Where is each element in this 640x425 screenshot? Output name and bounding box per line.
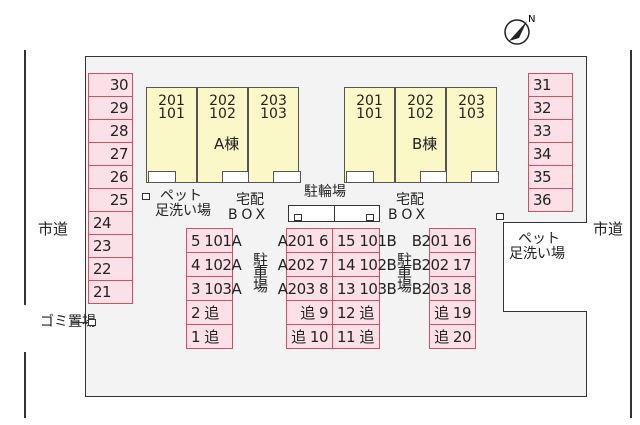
parking-space[interactable]: B203 18: [412, 276, 476, 301]
garbage-marker: [88, 319, 96, 326]
parking-space[interactable]: 31: [528, 73, 573, 97]
parking-space[interactable]: 5 101A: [186, 228, 242, 253]
delivery-box-right-marker: [366, 214, 374, 221]
parking-space[interactable]: 4 102A: [186, 252, 242, 277]
parking-space[interactable]: 追 20: [429, 324, 476, 349]
road-label-right: 市道: [593, 220, 624, 238]
parking-space[interactable]: 27: [88, 142, 133, 166]
parking-space[interactable]: 34: [528, 142, 573, 166]
pet-wash-right-label-2: 足洗い場: [509, 246, 565, 262]
delivery-box-left-label-1: 宅配: [236, 192, 264, 208]
delivery-box-left-label-2: BOX: [228, 207, 270, 223]
parking-space[interactable]: 追 19: [429, 300, 476, 325]
parking-space[interactable]: 26: [88, 165, 133, 189]
parking-column-mid-right: 15 101B 14 102B 13 103B 12 追 11 追: [332, 228, 397, 349]
parking-space[interactable]: 13 103B: [332, 276, 397, 301]
delivery-box-right-label-2: BOX: [388, 207, 430, 223]
parking-space[interactable]: B201 16: [412, 228, 476, 253]
pet-wash-left-label-1: ペット: [160, 188, 202, 204]
parking-space[interactable]: 2 追: [186, 300, 233, 325]
road-label-left: 市道: [38, 220, 69, 238]
parking-space[interactable]: 33: [528, 119, 573, 143]
parking-column-left: 30 29 28 27 26 25 24 23 22 21: [88, 73, 133, 304]
road-edge-left-lower: [24, 352, 26, 418]
north-compass-icon: N: [504, 14, 535, 45]
parking-column-mid-left: A201 6 A202 7 A203 8 追 9 追 10: [278, 228, 333, 349]
building-b-label: B棟: [412, 135, 438, 153]
garbage-area-label: ゴミ置場: [40, 314, 96, 330]
parking-space[interactable]: A202 7: [278, 252, 333, 277]
parking-space[interactable]: 24: [88, 211, 133, 235]
parking-label-a: 駐車場: [251, 252, 269, 291]
svg-text:N: N: [528, 14, 535, 25]
parking-space[interactable]: A203 8: [278, 276, 333, 301]
pet-wash-right-label-1: ペット: [518, 231, 560, 247]
parking-space[interactable]: 25: [88, 188, 133, 212]
parking-space[interactable]: 22: [88, 257, 133, 281]
parking-space[interactable]: 追 9: [286, 300, 333, 325]
parking-space[interactable]: 15 101B: [332, 228, 397, 253]
parking-space[interactable]: 30: [88, 73, 133, 97]
pet-wash-left-marker: [142, 193, 150, 200]
parking-column-right: 31 32 33 34 35 36: [528, 73, 573, 212]
parking-space[interactable]: B202 17: [412, 252, 476, 277]
parking-label-b: 駐車場: [395, 252, 413, 291]
delivery-box-left-marker: [294, 214, 302, 221]
road-edge-right: [630, 50, 632, 418]
parking-space[interactable]: 21: [88, 280, 133, 304]
parking-space[interactable]: 28: [88, 119, 133, 143]
pet-wash-area: [503, 222, 587, 312]
parking-space[interactable]: 11 追: [332, 324, 380, 349]
parking-space[interactable]: 32: [528, 96, 573, 120]
parking-space[interactable]: 1 追: [186, 324, 233, 349]
delivery-box-right-label-1: 宅配: [396, 192, 424, 208]
pet-wash-right-marker: [496, 213, 504, 220]
bicycle-parking-label: 駐輪場: [304, 184, 346, 200]
parking-column-a: 5 101A 4 102A 3 103A 2 追 1 追: [186, 228, 242, 349]
parking-column-b: B201 16 B202 17 B203 18 追 19 追 20: [412, 228, 476, 349]
parking-space[interactable]: 29: [88, 96, 133, 120]
parking-space[interactable]: 12 追: [332, 300, 380, 325]
building-a-label: A棟: [214, 135, 240, 153]
parking-space[interactable]: 36: [528, 188, 573, 212]
parking-space[interactable]: 23: [88, 234, 133, 258]
pet-wash-left-label-2: 足洗い場: [155, 203, 211, 219]
parking-space[interactable]: 追 10: [286, 324, 333, 349]
leader-line: [72, 322, 88, 323]
parking-space[interactable]: A201 6: [278, 228, 333, 253]
road-edge-left: [24, 50, 26, 305]
parking-space[interactable]: 35: [528, 165, 573, 189]
parking-space[interactable]: 3 103A: [186, 276, 242, 301]
bicycle-parking: [288, 205, 380, 222]
parking-space[interactable]: 14 102B: [332, 252, 397, 277]
